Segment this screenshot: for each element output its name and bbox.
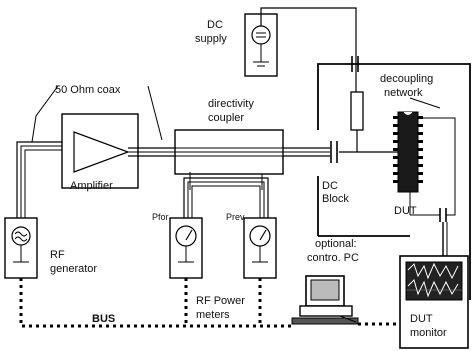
dut-monitor-label-2: monitor <box>410 327 447 339</box>
bus-label: BUS <box>92 313 115 325</box>
dut-monitor <box>399 255 469 349</box>
dut-monitor-label-1: DUT <box>410 313 433 325</box>
control-bus <box>19 278 400 328</box>
shield-enclosure <box>317 56 471 300</box>
control-pc <box>291 275 359 325</box>
dc-supply-label-2: supply <box>195 33 227 45</box>
dc-supply-label-1: DC <box>207 19 223 31</box>
coupler-taps <box>183 172 269 240</box>
decoupling-label-1: decoupling <box>380 73 433 85</box>
optional-pc-label-2: contro. PC <box>307 252 359 264</box>
coax-label: 50 Ohm coax <box>55 84 121 96</box>
dc-supply <box>244 7 357 118</box>
rf-generator-label-1: RF <box>50 249 65 261</box>
rf-generator-label-2: generator <box>50 263 97 275</box>
power-meter-prev <box>243 217 277 279</box>
dc-block-label-1: DC <box>322 180 338 192</box>
prev-label: Prev <box>226 212 245 222</box>
power-meter-pfor <box>169 217 203 279</box>
amplifier <box>61 113 139 189</box>
dc-block <box>330 141 338 163</box>
optional-pc-label-1: optional: <box>315 238 357 250</box>
decoupling-network <box>350 91 364 152</box>
rf-generator <box>4 217 38 279</box>
pfor-label: Pfor <box>152 212 169 222</box>
dut-label: DUT <box>394 205 417 217</box>
dut-chip <box>393 111 456 216</box>
amplifier-label: Amplifier <box>70 180 113 192</box>
directivity-label-1: directivity <box>208 98 254 110</box>
rf-power-label-2: meters <box>196 309 230 321</box>
directivity-label-2: coupler <box>208 112 244 124</box>
rf-power-label-1: RF Power <box>196 295 245 307</box>
dc-block-label-2: Block <box>322 193 349 205</box>
directivity-coupler <box>174 129 284 175</box>
decoupling-label-2: network <box>384 87 423 99</box>
